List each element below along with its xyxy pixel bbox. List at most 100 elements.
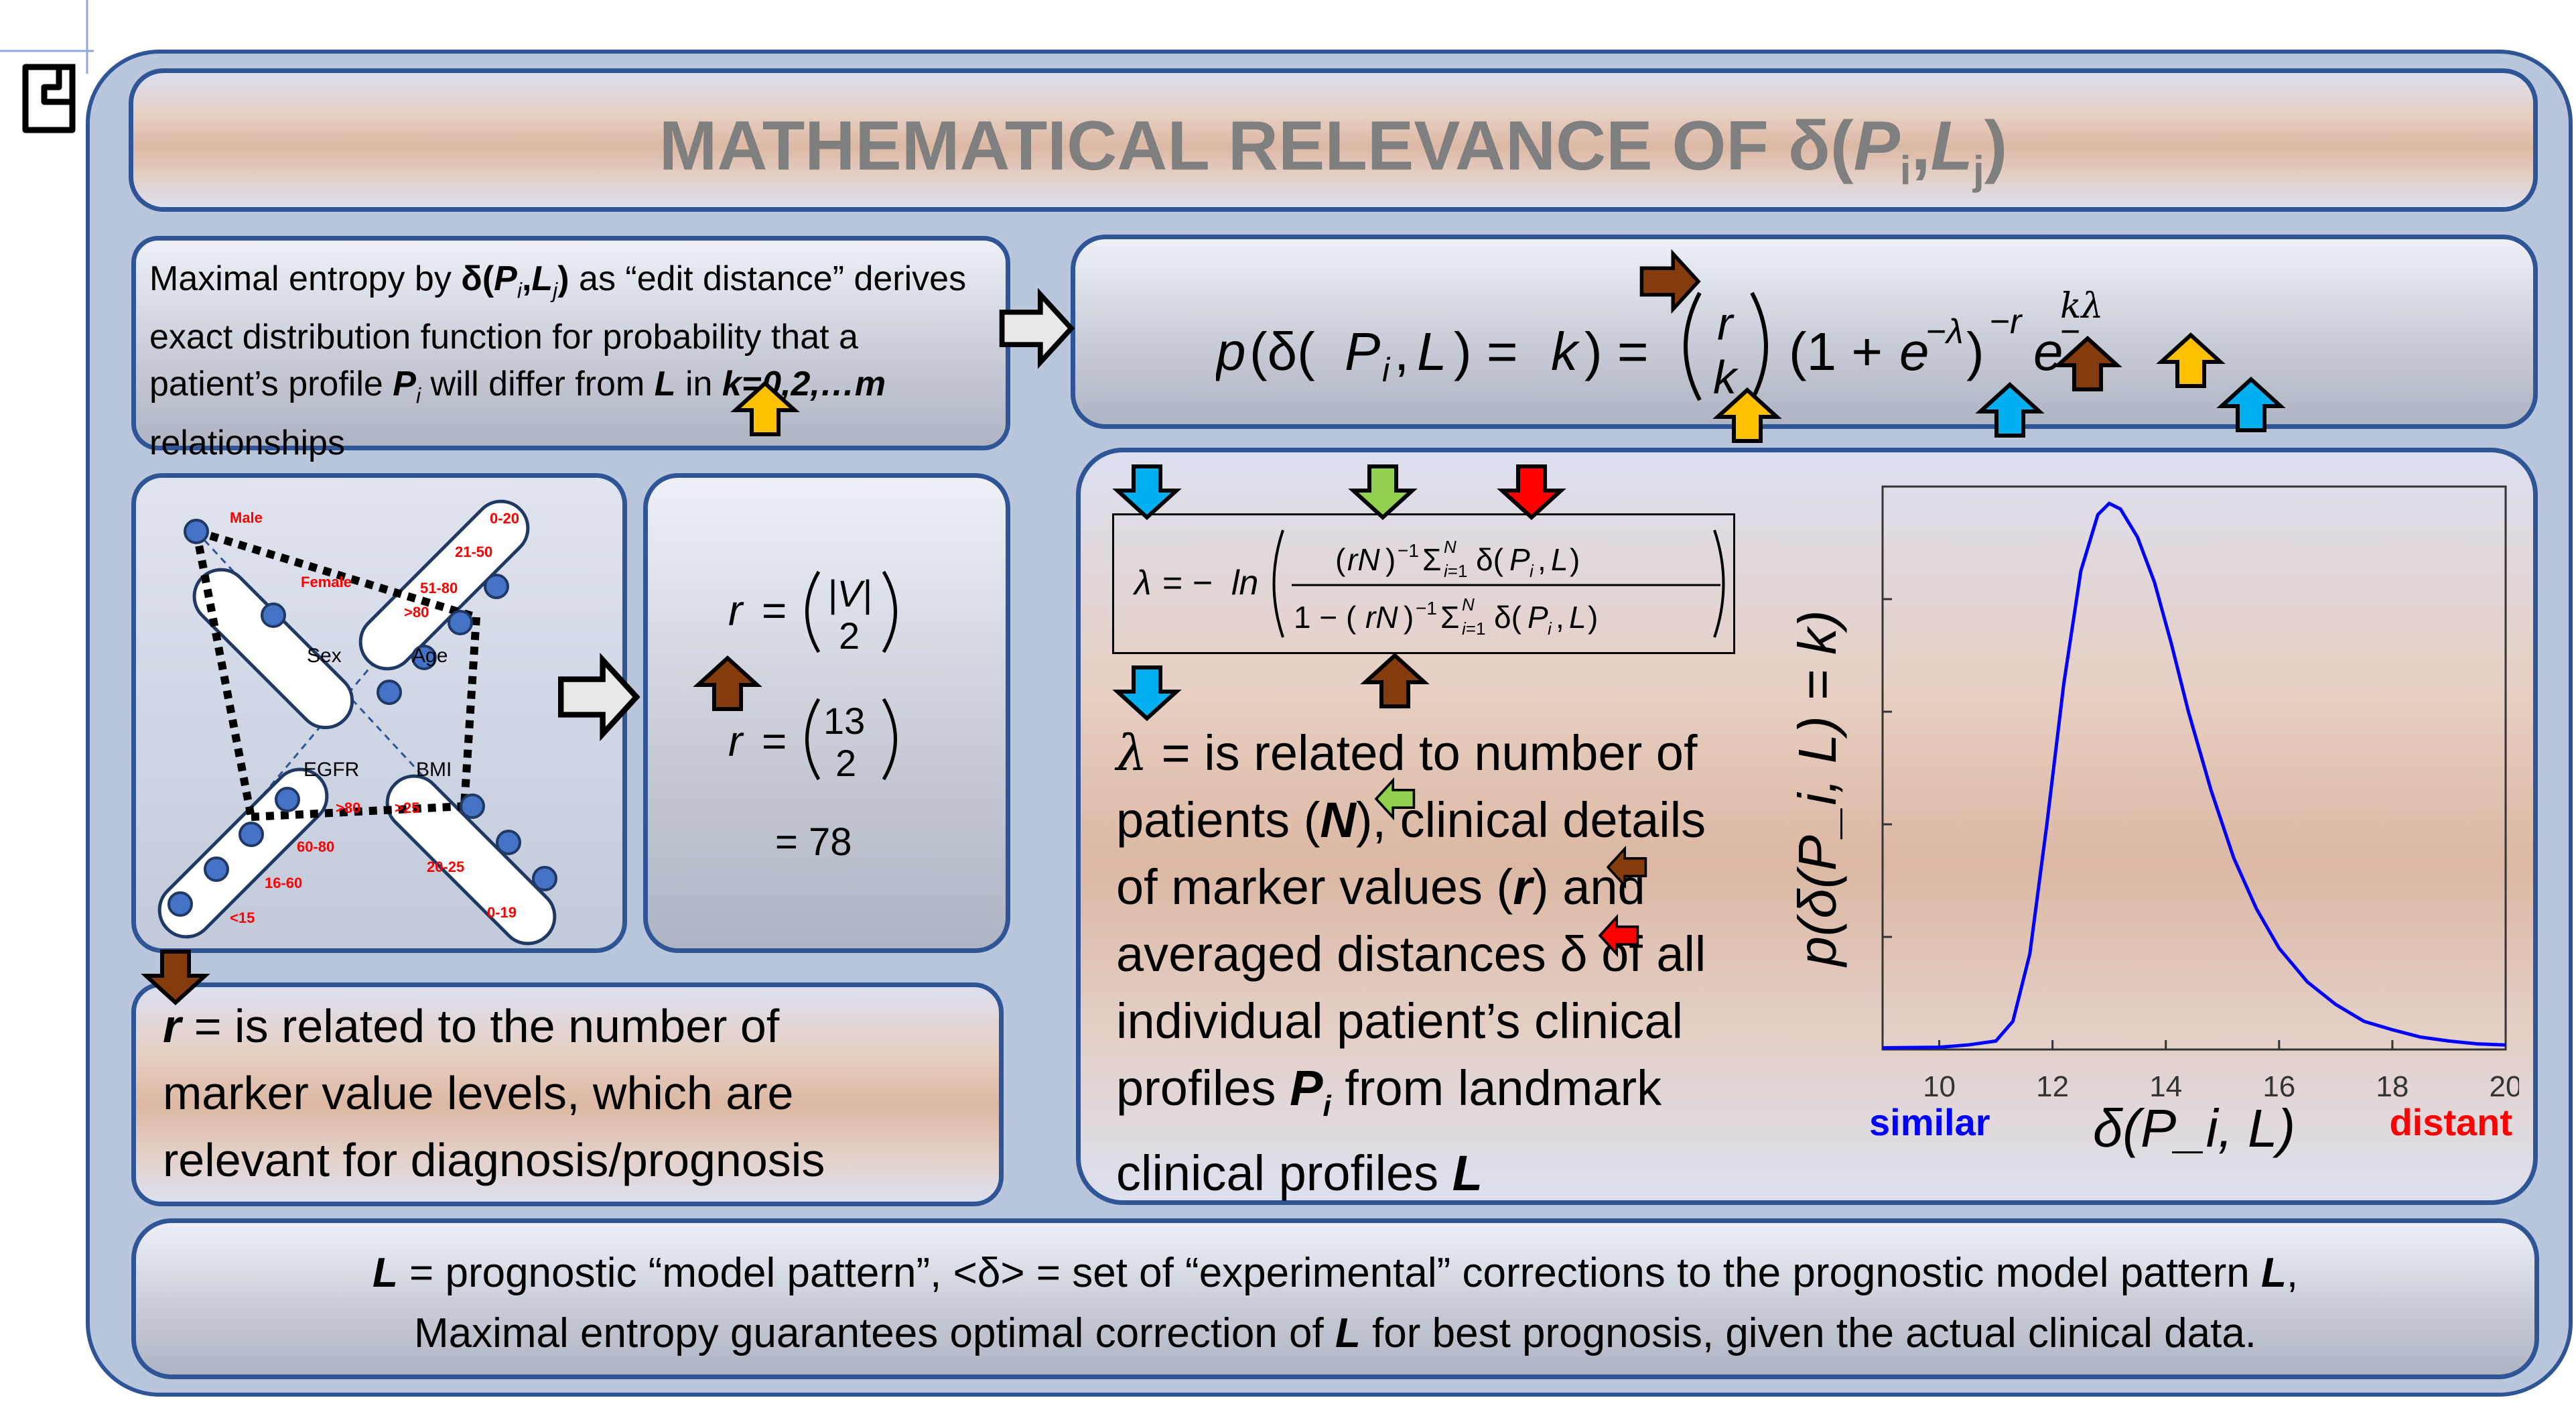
svg-text:2: 2 [839, 615, 860, 657]
level-egfr4: <15 [230, 909, 255, 926]
svg-text:e: e [2033, 322, 2063, 381]
svg-text:rN: rN [1347, 542, 1380, 577]
svg-text:r: r [728, 717, 744, 765]
age-bar [358, 499, 530, 671]
level-bmi1: >25 [395, 800, 419, 816]
level-age1: 0-20 [490, 510, 519, 527]
svg-text:(: ( [1335, 542, 1346, 577]
sex-label: Sex [307, 645, 342, 667]
svg-text:−: − [1990, 302, 2010, 341]
svg-text:P: P [1509, 542, 1530, 577]
svg-text:,: , [1556, 600, 1564, 635]
network-diagram: Sex Age EGFR BMI Male Female 0-20 21-50 … [157, 499, 557, 946]
level-egfr1: >80 [336, 800, 360, 816]
svg-text:(1 +: (1 + [1789, 322, 1883, 381]
svg-text:k: k [1713, 351, 1739, 403]
svg-text:Σ: Σ [1422, 542, 1441, 577]
exponent-k-lambda: kλ [2060, 286, 2104, 326]
svg-text:δ(: δ( [1494, 600, 1522, 635]
egfr-label: EGFR [303, 759, 359, 781]
svg-text:i: i [1382, 351, 1391, 389]
logo-icon [19, 62, 79, 135]
svg-text:r: r [2010, 302, 2023, 341]
chart-xtick-label: 12 [2036, 1070, 2069, 1103]
level-age4: >80 [404, 604, 429, 621]
chart-plot-area [1881, 485, 2507, 1051]
svg-text:13: 13 [823, 700, 865, 742]
r-result: = 78 [775, 820, 852, 864]
svg-text:L: L [1551, 542, 1568, 577]
page-title: MATHEMATICAL RELEVANCE OF δ(Pi,Lj) [659, 107, 2008, 193]
chart-xtick-label: 10 [1923, 1070, 1956, 1103]
level-egfr2: 60-80 [297, 838, 334, 855]
svg-text:−1: −1 [1398, 540, 1419, 561]
probability-formula: p (δ( P i , L ) = k ) = r k (1 + e − λ )… [1215, 266, 2087, 407]
svg-text:): ) [1966, 322, 1984, 381]
r-formula: r= |V| 2 r= 13 2 [728, 570, 897, 784]
bmi-bar [385, 774, 557, 946]
svg-text:|V|: |V| [827, 572, 872, 615]
chart-annotation-distant: distant [2389, 1101, 2512, 1143]
svg-text:N: N [1462, 594, 1475, 615]
chart-xtick-label: 14 [2149, 1070, 2182, 1103]
bottom-summary-panel: L = prognostic “model pattern”, <δ> = se… [131, 1218, 2539, 1379]
svg-text:): ) [1588, 600, 1598, 635]
svg-text:i: i [1548, 619, 1552, 639]
chart-xtick-label: 18 [2376, 1070, 2409, 1103]
level-egfr3: 16-60 [265, 875, 302, 891]
svg-text:k: k [1551, 322, 1580, 381]
intro-panel: Maximal entropy by δ(Pi,Lj) as “edit dis… [131, 236, 1010, 462]
svg-text:) =: ) = [1454, 322, 1518, 381]
svg-text:): ) [1404, 600, 1414, 635]
chart-xlabel: δ(P_i, L) [2093, 1098, 2295, 1158]
svg-text:i=1: i=1 [1444, 561, 1467, 581]
svg-text:λ: λ [1132, 564, 1152, 602]
svg-text:ln: ln [1231, 564, 1258, 602]
r-description-panel: r = is related to the number of marker v… [131, 982, 1004, 1206]
bmi-label: BMI [416, 759, 452, 781]
corner-guide-lines [0, 0, 94, 74]
level-age2: 21-50 [455, 544, 492, 560]
r-formula-panel: r= |V| 2 r= 13 2 = 78 [643, 473, 1010, 953]
age-label: Age [412, 645, 448, 667]
svg-text:p: p [1216, 322, 1246, 381]
chart-series-line [1882, 501, 2506, 1049]
chart-xtick-label: 20 [2490, 1070, 2519, 1103]
bottom-summary: L = prognostic “model pattern”, <δ> = se… [372, 1250, 2299, 1356]
svg-text:N: N [1444, 537, 1456, 557]
level-bmi2: 20-25 [427, 858, 464, 875]
level-female: Female [301, 574, 352, 590]
svg-text:δ(: δ( [1476, 542, 1504, 577]
svg-text:): ) [1385, 542, 1396, 577]
svg-text:i=1: i=1 [1462, 619, 1485, 639]
svg-text:λ: λ [1944, 312, 1964, 351]
lambda-panel [1076, 448, 2538, 1205]
svg-text:L: L [1569, 600, 1586, 635]
level-age3: 51-80 [420, 580, 458, 596]
probability-formula-panel: p (δ( P i , L ) = k ) = r k (1 + e − λ )… [1071, 235, 2538, 429]
svg-text:r: r [1717, 298, 1735, 350]
svg-text:P: P [1528, 600, 1548, 635]
svg-text:(δ(: (δ( [1249, 322, 1315, 381]
svg-text:Σ: Σ [1440, 600, 1459, 635]
chart-xtick-label: 16 [2262, 1070, 2295, 1103]
svg-text:1 − (: 1 − ( [1294, 600, 1357, 635]
r-description: r = is related to the number of marker v… [163, 1000, 825, 1186]
svg-text:rN: rN [1365, 600, 1398, 635]
svg-text:i: i [1530, 561, 1534, 581]
lambda-description: λ = is related to number of patients (N)… [1116, 724, 1706, 1201]
lambda-formula-box: λ = − ln (rN) −1 Σ N i=1 δ(P i,L) 1 − (r… [1112, 513, 1735, 654]
svg-text:=: = [762, 586, 787, 635]
svg-text:e: e [1899, 322, 1929, 381]
level-bmi3: 0-19 [487, 904, 517, 921]
svg-text:= −: = − [1162, 564, 1213, 602]
svg-text:,: , [1538, 542, 1546, 577]
svg-text:) =: ) = [1584, 322, 1649, 381]
level-male: Male [230, 509, 263, 526]
svg-text:−1: −1 [1416, 598, 1437, 619]
svg-text:P: P [1345, 322, 1380, 381]
svg-text:,: , [1394, 322, 1409, 381]
intro-text: Maximal entropy by δ(Pi,Lj) as “edit dis… [149, 259, 967, 462]
svg-text:−: − [1926, 312, 1946, 351]
